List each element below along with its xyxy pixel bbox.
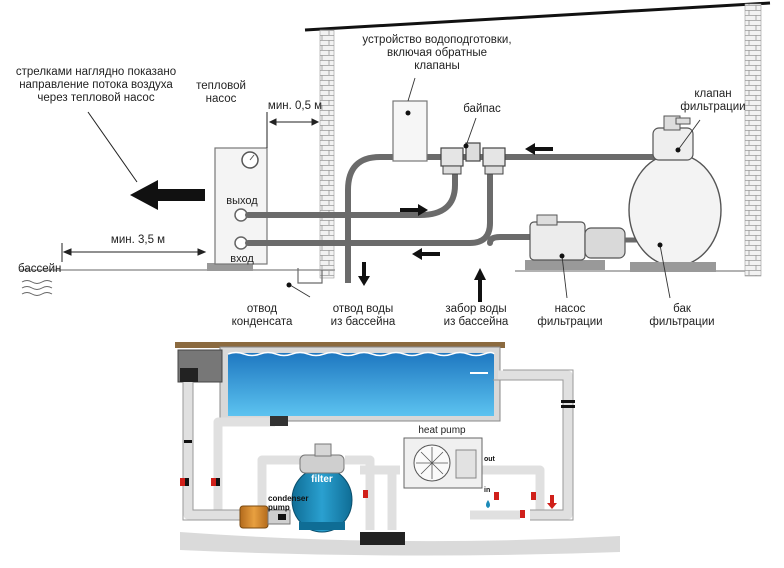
heat-pump-bottom	[403, 437, 483, 489]
min-05-label: мин. 0,5 м	[267, 100, 323, 112]
condensate-line-2: конденсата	[231, 316, 293, 328]
min-35-label: мин. 3,5 м	[110, 234, 166, 246]
top-diagram	[20, 1, 771, 302]
condensate-pointer-dot	[286, 282, 292, 288]
filter-tank-label: бак фильтрации	[642, 303, 722, 329]
treatment-pointer-dot	[405, 110, 411, 116]
valve-black-markers	[184, 400, 575, 486]
label-pointers	[289, 77, 701, 299]
filter-pump-line-1: насос	[554, 303, 586, 315]
tank-pointer-dot	[657, 242, 663, 248]
condensate-label: отвод конденсата	[222, 303, 302, 329]
airflow-note-line-1: стрелками наглядно показано	[15, 66, 177, 78]
roof-line	[304, 1, 771, 32]
filter-pump-line-2: фильтрации	[537, 316, 603, 328]
air-flow-arrow	[130, 180, 205, 210]
bypass-valves	[440, 142, 506, 175]
water-treatment-line-3: клапаны	[414, 60, 460, 72]
pump-pointer-dot	[559, 253, 565, 259]
heat-pump-label-line-2: насос	[205, 93, 237, 105]
pipes-top	[245, 154, 663, 273]
water-out-line-2: из бассейна	[330, 316, 396, 328]
inlet-label: вход	[230, 253, 254, 265]
filter-valve-label: клапан фильтрации	[668, 88, 758, 114]
condenser-pump-line-1: condenser	[268, 494, 309, 503]
condenser-pump	[239, 505, 291, 529]
dimension-min-05	[266, 112, 320, 148]
water-out-label: отвод воды из бассейна	[318, 303, 408, 329]
filter-pump	[525, 214, 626, 270]
red-flow-arrow	[547, 495, 557, 509]
filter-valve-line-1: клапан	[694, 88, 732, 100]
condenser-pump-line-2: pump	[268, 503, 290, 512]
water-in-line-2: из бассейна	[443, 316, 509, 328]
in-label: in	[484, 487, 491, 494]
valve-pointer-dot	[675, 147, 681, 153]
pool-water-icon	[21, 280, 53, 296]
filter-tank-line-2: фильтрации	[649, 316, 715, 328]
filter-pump-label: насос фильтрации	[530, 303, 610, 329]
condensate-drain	[297, 268, 323, 284]
water-in-line-1: забор воды	[445, 303, 507, 315]
pipes-bottom-outline	[182, 369, 574, 521]
filter-bottom	[291, 443, 353, 533]
filter-bottom-label: filter	[311, 474, 333, 485]
pool-label: бассейн	[18, 263, 62, 275]
airflow-note: стрелками наглядно показано направление …	[6, 66, 186, 105]
heat-pump-bottom-label: heat pump	[418, 425, 466, 436]
flow-arrows	[358, 143, 553, 302]
water-out-line-1: отвод воды	[332, 303, 394, 315]
filter-valve-line-2: фильтрации	[680, 101, 746, 113]
pipes-bottom	[183, 370, 573, 530]
water-in-label: забор воды из бассейна	[430, 303, 522, 329]
filter-tank	[628, 115, 722, 272]
main-drain	[270, 416, 288, 426]
out-label: out	[484, 456, 495, 463]
condensate-line-1: отвод	[246, 303, 278, 315]
water-treatment-device	[392, 100, 428, 162]
pool-deck	[175, 342, 505, 348]
drain-pipe	[360, 532, 405, 545]
water-treatment-line-2: включая обратные	[387, 47, 487, 59]
note-pointer-line	[87, 111, 138, 183]
water-treatment-line-1: устройство водоподготовки,	[362, 34, 512, 46]
water-surface	[227, 351, 495, 357]
bypass-pointer-dot	[463, 143, 469, 149]
outlet-label: выход	[226, 195, 258, 207]
right-brick-wall	[744, 3, 762, 277]
dimension-min-35	[61, 243, 207, 262]
bottom-diagram	[175, 342, 620, 556]
bypass-label: байпас	[463, 103, 501, 115]
airflow-note-line-3: через тепловой насос	[37, 92, 155, 104]
valve-markers	[180, 478, 536, 518]
heat-pump-label: тепловой насос	[186, 80, 256, 106]
condenser-pump-label: condenser pump	[268, 494, 308, 512]
filter-tank-line-1: бак	[673, 303, 691, 315]
drop-icon	[486, 500, 490, 508]
airflow-note-line-2: направление потока воздуха	[19, 79, 173, 91]
pool-water	[228, 353, 494, 416]
water-treatment-label: устройство водоподготовки, включая обрат…	[352, 34, 522, 73]
heat-pump-label-line-1: тепловой	[196, 80, 246, 92]
